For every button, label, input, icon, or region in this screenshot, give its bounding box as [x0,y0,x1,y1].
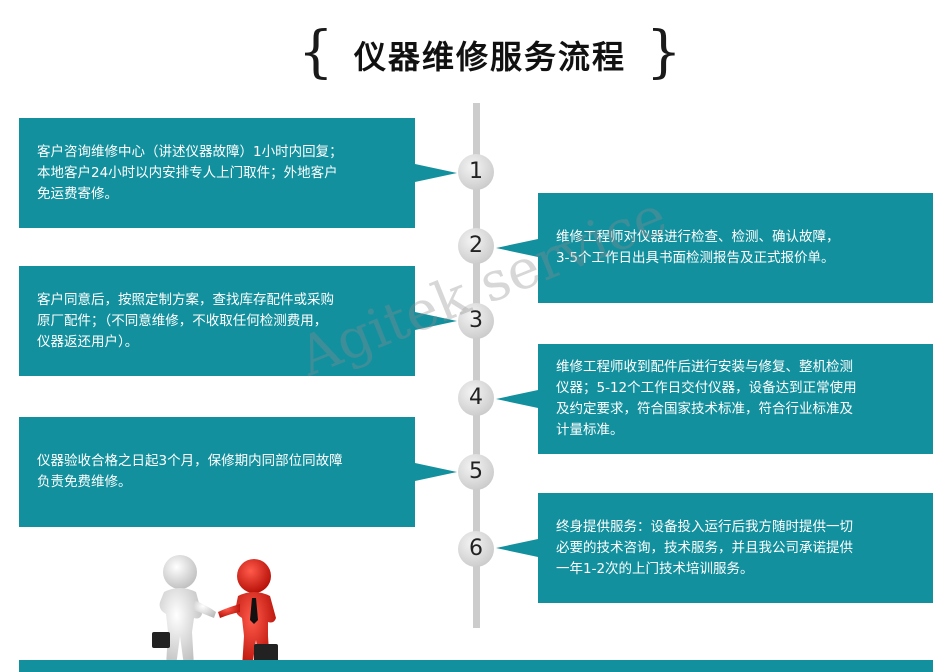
step-3-box: 客户同意后，按照定制方案，查找库存配件或采购 原厂配件；（不同意维修，不收取任何… [19,266,457,376]
step-2-line-2: 3-5个工作日出具书面检测报告及正式报价单。 [556,250,835,266]
step-2-line-1: 维修工程师对仪器进行检查、检测、确认故障， [556,229,840,245]
step-4-number: 4 [458,380,494,416]
step-2-box: 维修工程师对仪器进行检查、检测、确认故障， 3-5个工作日出具书面检测报告及正式… [496,193,933,303]
step-4-line-3: 及约定要求，符合国家技术标准，符合行业标准及 [556,401,853,417]
title-area: { 仪器维修服务流程 } [0,18,950,88]
left-brace: { [298,20,334,85]
step-3-line-1: 客户同意后，按照定制方案，查找库存配件或采购 [37,291,334,308]
handshake-illustration [152,555,278,668]
step-6-line-1: 终身提供服务：设备投入运行后我方随时提供一切 [556,518,853,535]
step-2-number: 2 [458,228,494,264]
page-title: 仪器维修服务流程 [353,38,626,76]
step-6-line-3: 一年1-2次的上门技术培训服务。 [556,560,754,577]
step-5-number: 5 [458,454,494,490]
timeline-line [473,103,480,628]
step-4-line-1: 维修工程师收到配件后进行安装与修复、整机检测 [556,359,853,375]
step-1-box: 客户咨询维修中心（讲述仪器故障）1小时内回复； 本地客户24小时以内安排专人上门… [19,118,457,228]
step-3-number: 3 [458,303,494,339]
step-4-line-2: 仪器；5-12个工作日交付仪器，设备达到正常使用 [556,380,857,396]
step-1-line-3: 免运费寄修。 [37,185,118,202]
bottom-bar [19,660,933,672]
step-5-line-1: 仪器验收合格之日起3个月，保修期内同部位同故障 [37,453,343,469]
step-4-box: 维修工程师收到配件后进行安装与修复、整机检测 仪器；5-12个工作日交付仪器，设… [496,344,933,454]
step-6-box: 终身提供服务：设备投入运行后我方随时提供一切 必要的技术咨询，技术服务，并且我公… [496,493,933,603]
step-1-line-1: 客户咨询维修中心（讲述仪器故障）1小时内回复； [37,143,343,160]
right-brace: } [646,20,682,85]
step-1-line-2: 本地客户24小时以内安排专人上门取件；外地客户 [37,164,338,181]
step-3-line-3: 仪器返还用户）。 [37,333,139,350]
step-5-box: 仪器验收合格之日起3个月，保修期内同部位同故障 负责免费维修。 [19,417,457,527]
step-6-number: 6 [458,531,494,567]
step-4-line-4: 计量标准。 [556,422,624,438]
step-6-line-2: 必要的技术咨询，技术服务，并且我公司承诺提供 [556,539,853,556]
step-1-number: 1 [458,154,494,190]
step-3-line-2: 原厂配件；（不同意维修，不收取任何检测费用， [37,312,328,329]
step-5-line-2: 负责免费维修。 [37,474,132,490]
